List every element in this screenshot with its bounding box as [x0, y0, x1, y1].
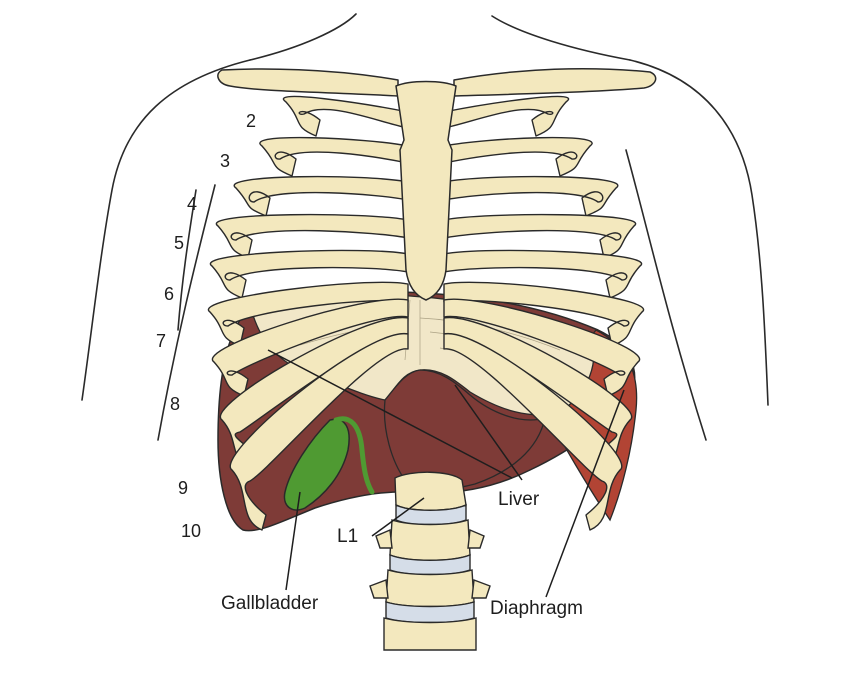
sternum-clavicles: [217, 67, 657, 301]
rib-number-3: 3: [220, 151, 231, 171]
left-armpit-outline: [177, 189, 197, 331]
vertebra-l3-process-right: [471, 579, 491, 599]
liver-leader-right: [454, 384, 523, 481]
left-rib-3: [259, 136, 409, 177]
gallbladder: [283, 416, 375, 511]
gallbladder-label: Gallbladder: [221, 593, 319, 614]
left-arm-outline: [157, 184, 216, 441]
diaphragm-leader: [545, 389, 625, 598]
right-rib-10: [443, 333, 623, 531]
vertebra-l2-process-right: [467, 528, 485, 549]
liver-leader-left: [267, 349, 513, 479]
body-outline: [81, 13, 769, 441]
gallbladder-leader: [285, 491, 301, 591]
sternum: [395, 80, 457, 301]
right-arm-outline: [625, 149, 707, 441]
gallbladder-shape: [283, 418, 350, 511]
right-shoulder-outline: [629, 59, 769, 406]
rib-number-7: 7: [156, 331, 167, 351]
rib-number-10: 10: [181, 521, 202, 541]
vertebra-l2: [389, 519, 471, 561]
vertebra-l3-process-left: [369, 579, 389, 599]
gallbladder-duct: [333, 416, 375, 495]
rib-number-8: 8: [170, 394, 181, 414]
right-rib-4: [443, 175, 619, 217]
spine: [369, 471, 491, 651]
rib-cage: [207, 95, 645, 531]
rib-number-6: 6: [164, 284, 175, 304]
left-shoulder-outline: [81, 59, 251, 401]
left-rib-2: [282, 95, 409, 137]
neck-left-outline: [249, 13, 357, 61]
vertebra-l2-process-left: [375, 528, 393, 549]
right-clavicle: [453, 67, 657, 97]
left-rib-4: [233, 175, 409, 217]
left-rib-10: [229, 333, 409, 531]
l1-leader: [371, 497, 425, 537]
left-clavicle: [217, 68, 399, 97]
right-rib-3: [443, 136, 593, 177]
diaphragm-label: Diaphragm: [490, 598, 583, 619]
vertebra-l1-label: L1: [337, 526, 359, 547]
neck-right-outline: [491, 15, 631, 61]
right-rib-2: [443, 95, 570, 137]
rib-number-9: 9: [178, 478, 189, 498]
rib-number-2: 2: [246, 111, 257, 131]
liver-label: Liver: [498, 489, 540, 510]
vertebra-l1: [394, 471, 467, 511]
rib-number-4: 4: [187, 194, 198, 214]
vertebra-l3: [385, 569, 475, 608]
leader-lines: [267, 349, 625, 598]
vertebra-l4: [383, 617, 477, 651]
rib-number-5: 5: [174, 233, 185, 253]
